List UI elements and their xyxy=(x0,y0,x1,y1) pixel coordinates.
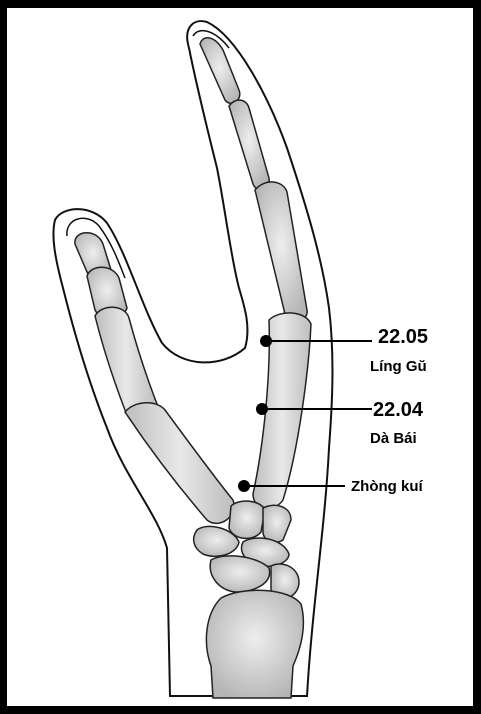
acupoint-code-22-04: 22.04 xyxy=(373,399,423,422)
trapezium-bone xyxy=(229,501,265,538)
acupoint-code-22-05: 22.05 xyxy=(378,326,428,349)
acupoint-dot-22-05 xyxy=(260,335,272,347)
acupoint-dot-zhong-kui xyxy=(238,480,250,492)
hand-skeleton-diagram xyxy=(7,8,473,706)
acupoint-name-zhong-kui: Zhòng kuí xyxy=(351,478,423,495)
acupoint-name-ling-gu: Líng Gŭ xyxy=(370,358,427,375)
acupoint-dot-22-04 xyxy=(256,403,268,415)
diagram-frame: 22.05 Líng Gŭ 22.04 Dà Bái Zhòng kuí xyxy=(7,8,473,706)
acupoint-name-da-bai: Dà Bái xyxy=(370,430,417,447)
radius-bone xyxy=(206,590,303,698)
